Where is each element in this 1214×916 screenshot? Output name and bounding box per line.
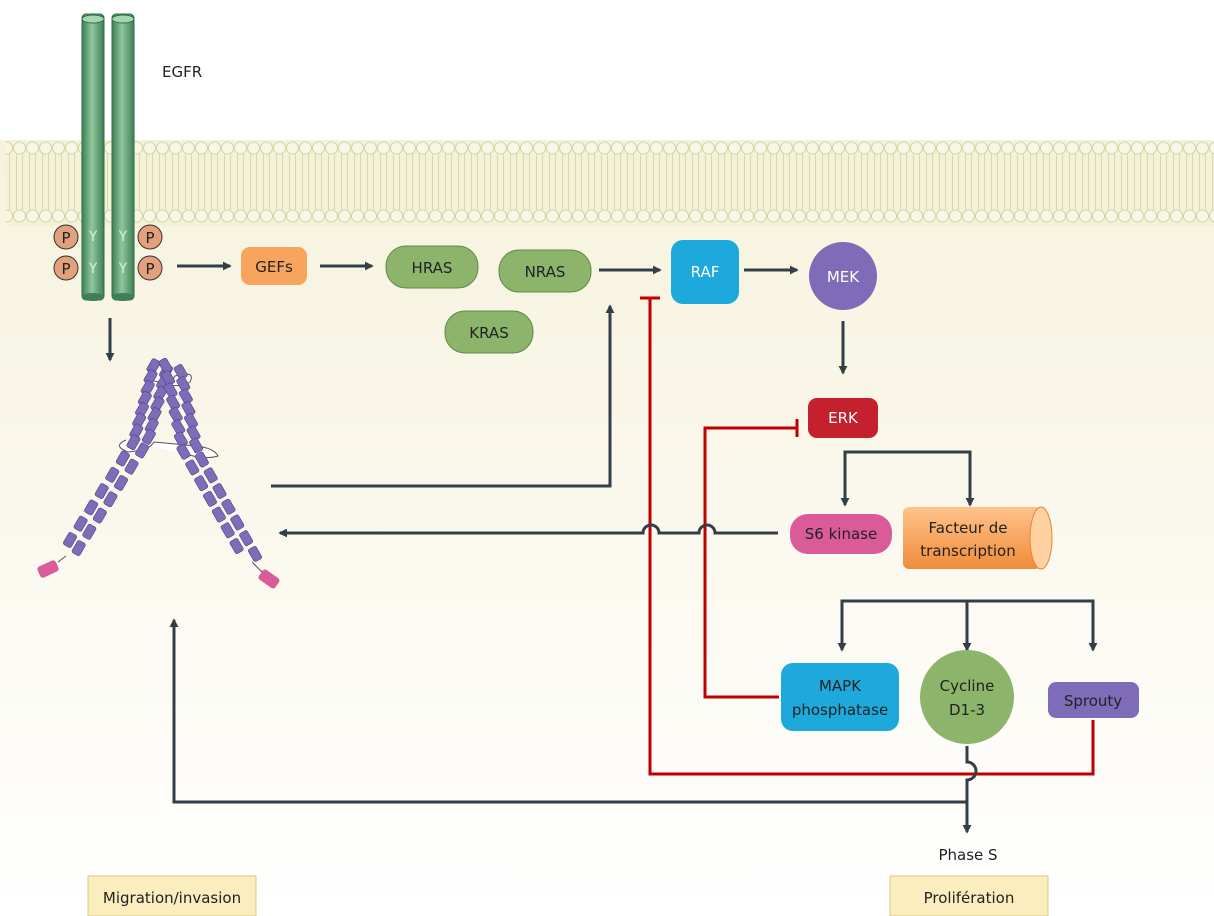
svg-text:transcription: transcription	[920, 542, 1015, 560]
arrow-cycline-to-phase-s	[962, 746, 978, 834]
svg-text:Sprouty: Sprouty	[1064, 692, 1122, 710]
phospho-group: P	[137, 224, 163, 250]
svg-text:MAPK: MAPK	[819, 677, 862, 695]
cytoskeleton-segment	[114, 475, 128, 491]
cytoskeleton-segment	[221, 498, 236, 515]
cytoskeleton-segment	[203, 467, 218, 484]
svg-text:Migration/invasion: Migration/invasion	[103, 889, 241, 907]
cytoskeleton-segment	[141, 428, 156, 445]
egfr-label: EGFR	[162, 63, 202, 81]
cytoskeleton-segment	[185, 459, 200, 476]
svg-text:D1-3: D1-3	[949, 701, 985, 719]
arrow-s6-to-cytoskeleton	[278, 523, 778, 538]
cytoskeleton-segment	[63, 532, 77, 548]
nras-node: NRAS	[498, 249, 592, 293]
svg-text:GEFs: GEFs	[255, 258, 293, 276]
cytoskeleton-segment	[71, 540, 86, 556]
arrow-to-migration	[169, 618, 967, 804]
phospho-group: P	[53, 224, 79, 250]
phase-s-label: Phase S	[938, 846, 997, 864]
svg-text:Prolifération: Prolifération	[924, 889, 1015, 907]
arrow-cytoskeleton-to-raf	[271, 304, 615, 488]
svg-text:KRAS: KRAS	[469, 324, 508, 342]
kras-node: KRAS	[444, 310, 534, 354]
cytoskeleton-segment	[230, 514, 245, 531]
cytoskeleton-segment	[94, 483, 109, 499]
cytoskeleton-segment	[194, 451, 209, 468]
cytoskeleton-segment	[115, 450, 130, 467]
sprouty-node: Sprouty	[1048, 682, 1139, 718]
inhibition-mapk-to-erk	[703, 426, 797, 699]
cytoskeleton-segment	[211, 506, 226, 523]
tyrosine-label: Y	[88, 229, 98, 245]
svg-text:MEK: MEK	[827, 268, 860, 286]
s6-kinase-node: S6 kinase	[790, 514, 892, 554]
cytoskeleton-segment	[126, 434, 141, 451]
cytoskeleton-segment	[92, 507, 107, 524]
svg-text:P: P	[61, 260, 70, 278]
phospho-group: P	[53, 255, 79, 281]
migration-invasion-box: Migration/invasion	[87, 875, 257, 916]
svg-text:P: P	[145, 260, 154, 278]
mek-node: MEK	[809, 242, 877, 310]
svg-text:phosphatase: phosphatase	[792, 701, 888, 719]
svg-text:Cycline: Cycline	[940, 677, 995, 695]
proliferation-box: Prolifération	[889, 875, 1049, 916]
cytoskeleton-segment	[176, 443, 191, 460]
cytoskeleton-segment	[105, 466, 120, 483]
egfr-receptor	[81, 13, 135, 301]
cytoskeleton-segment	[103, 491, 118, 508]
erk-node: ERK	[808, 398, 878, 438]
cytoskeleton-segment	[220, 522, 235, 539]
svg-text:ERK: ERK	[828, 409, 859, 427]
cytoskeleton-segment	[248, 546, 262, 562]
tyrosine-label: Y	[118, 229, 128, 245]
cytoskeleton-segment	[212, 483, 227, 499]
svg-text:NRAS: NRAS	[525, 263, 566, 281]
cytoskeleton-segment	[189, 437, 204, 454]
cytoskeleton-segment	[124, 458, 139, 475]
phospho-group: P	[137, 255, 163, 281]
cytoskeleton-segment	[135, 442, 150, 459]
raf-node: RAF	[671, 240, 739, 304]
mapk-phosphatase-node: MAPK phosphatase	[781, 663, 899, 731]
cytoskeleton-segment	[239, 530, 254, 547]
svg-text:RAF: RAF	[691, 263, 720, 281]
cytoskeleton-structure	[37, 357, 280, 589]
svg-text:S6 kinase: S6 kinase	[805, 525, 877, 543]
cytoskeleton-segment	[203, 491, 217, 507]
svg-text:HRAS: HRAS	[412, 259, 453, 277]
gefs-node: GEFs	[241, 247, 307, 285]
inhibition-sprouty-to-raf	[648, 298, 1095, 776]
cytoskeleton-segment	[84, 499, 99, 516]
tyrosine-label: Y	[88, 261, 98, 277]
facteur-transcription-node: Facteur de transcription	[903, 506, 1053, 570]
svg-text:Facteur de: Facteur de	[929, 519, 1008, 537]
cell-membrane	[6, 140, 1214, 226]
hras-node: HRAS	[385, 245, 479, 289]
cytoskeleton-segment	[194, 475, 209, 492]
tyrosine-label: Y	[118, 261, 128, 277]
cycline-d1-3-node: Cycline D1-3	[920, 650, 1014, 744]
cytoskeleton-segment	[229, 538, 244, 554]
cytoskeleton-segment	[82, 523, 97, 540]
cytoskeleton-segment	[73, 515, 88, 532]
svg-text:P: P	[145, 229, 154, 247]
svg-text:P: P	[61, 229, 70, 247]
